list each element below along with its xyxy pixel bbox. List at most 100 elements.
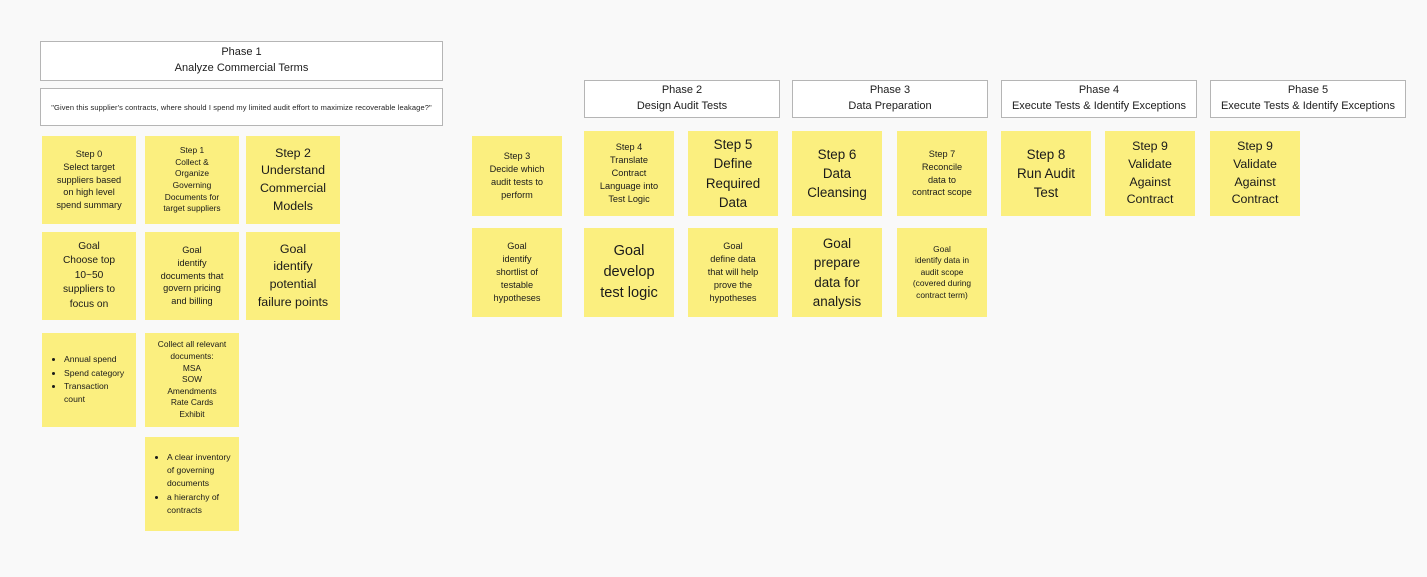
card-line: analysis [812,293,862,309]
card-line: Test [1033,185,1059,201]
card-line: Validate [1233,156,1277,171]
step-card-step-0[interactable]: Step 0 Select target suppliers based on … [42,136,136,224]
card-line: Goal [279,241,307,256]
card-line: failure points [257,294,329,309]
step-card-step-2[interactable]: Step 2 Understand Commercial Models [246,136,340,224]
card-line: perform [501,189,533,200]
card-line: Goal [182,244,202,255]
list-item: Transaction count [64,380,130,407]
card-line: testable [500,279,534,290]
card-line: audit tests to [490,177,544,187]
goal-card-goal-3[interactable]: Goal identify shortlist of testable hypo… [472,228,562,317]
card-line: Commercial [259,181,327,195]
card-line: define data [710,254,756,265]
card-line: Step 4 [615,142,643,153]
card-line: data to [927,174,957,185]
list-item: Spend category [64,367,130,380]
card-line: contract term) [916,289,968,300]
goal-card-goal-5[interactable]: Goal define data that will help prove th… [688,228,778,317]
phase-header-4[interactable]: Phase 4 Execute Tests & Identify Excepti… [1001,80,1197,118]
card-line: target suppliers [163,203,221,214]
step-card-step-9b[interactable]: Step 9 Validate Against Contract [1210,131,1300,216]
card-line: Select target [63,161,115,172]
card-line: Models [273,198,313,213]
card-line: Step 1 [179,145,205,156]
card-line: hypotheses [493,292,541,303]
card-line: Step 9 [1132,139,1168,154]
card-line: Goal [723,241,743,252]
goal-card-goal-7[interactable]: Goal identify data in audit scope (cover… [897,228,987,317]
card-line: hypotheses [709,292,757,303]
card-line: Translate [610,155,648,166]
card-line: Data [822,165,852,181]
card-line: Organize [175,168,209,179]
card-line: Understand [260,163,326,178]
phase-header-2[interactable]: Phase 2 Design Audit Tests [584,80,780,118]
card-line: govern pricing [163,283,221,294]
step-card-step-6[interactable]: Step 6 Data Cleansing [792,131,882,216]
card-line: identify [502,254,532,265]
phase-header-5[interactable]: Phase 5 Execute Tests & Identify Excepti… [1210,80,1406,118]
card-line: test logic [600,284,658,301]
card-line: audit scope [920,266,964,277]
guiding-question-text: "Given this supplier's contracts, where … [51,102,432,112]
card-line: shortlist of [496,267,538,278]
phase-subtitle: Execute Tests & Identify Exceptions [1011,100,1187,112]
card-line: Step 0 [75,148,103,159]
card-line: prove the [713,279,753,290]
card-line: (covered during [912,278,972,289]
step-card-step-8[interactable]: Step 8 Run Audit Test [1001,131,1091,216]
card-line: Exhibit [179,408,205,419]
card-line: Step 2 [275,145,311,160]
step-card-step-4[interactable]: Step 4 Translate Contract Language into … [584,131,674,216]
output-card-output-1[interactable]: Collect all relevant documents: MSA SOW … [145,333,239,427]
card-line: suppliers to [62,284,116,296]
card-line: Data [718,194,748,210]
card-line: Step 3 [503,151,531,162]
phase-subtitle: Analyze Commercial Terms [174,62,309,74]
card-line: Test Logic [608,193,650,204]
card-line: and billing [171,296,213,307]
card-line: Goal [933,243,951,254]
card-line: Cleansing [807,185,867,201]
phase-header-3[interactable]: Phase 3 Data Preparation [792,80,988,118]
step-card-step-9a[interactable]: Step 9 Validate Against Contract [1105,131,1195,216]
phase-header-1[interactable]: Phase 1 Analyze Commercial Terms [40,41,443,81]
card-line: Step 7 [928,148,956,159]
card-line: documents that [160,270,224,281]
list-item: A clear inventory of governing documents [167,451,233,491]
step-card-step-1[interactable]: Step 1 Collect & Organize Governing Docu… [145,136,239,224]
card-line: Reconcile [921,161,963,172]
card-line: spend summary [56,200,122,211]
goal-card-goal-4[interactable]: Goal develop test logic [584,228,674,317]
card-line: Documents for [164,191,220,202]
output-bullet-list: Annual spend Spend category Transaction … [50,353,130,406]
card-line: Contract [611,168,647,179]
card-line: Amendments [167,385,217,396]
card-line: Step 6 [817,146,857,162]
phase-title: Phase 1 [221,46,262,59]
goal-card-goal-0[interactable]: Goal Choose top 10~50 suppliers to focus… [42,232,136,320]
card-line: Step 5 [713,137,753,153]
card-line: focus on [69,298,109,310]
goal-card-goal-1[interactable]: Goal identify documents that govern pric… [145,232,239,320]
card-line: Choose top [62,255,116,267]
output-card-output-0[interactable]: Annual spend Spend category Transaction … [42,333,136,427]
phase-subtitle: Data Preparation [848,100,932,112]
card-line: identify [273,259,313,274]
card-line: SOW [181,374,202,385]
step-card-step-5[interactable]: Step 5 Define Required Data [688,131,778,216]
step-card-step-7[interactable]: Step 7 Reconcile data to contract scope [897,131,987,216]
card-line: develop [603,264,655,281]
goal-card-goal-6[interactable]: Goal prepare data for analysis [792,228,882,317]
card-line: suppliers based [56,174,122,185]
card-line: contract scope [912,187,972,198]
step-card-step-3[interactable]: Step 3 Decide which audit tests to perfo… [472,136,562,216]
card-line: Governing [172,180,212,190]
goal-card-goal-2[interactable]: Goal identify potential failure points [246,232,340,320]
output-card-output-2[interactable]: A clear inventory of governing documents… [145,437,239,531]
card-line: Against [1234,174,1276,189]
guiding-question-box[interactable]: "Given this supplier's contracts, where … [40,88,443,126]
card-line: Contract [1231,192,1279,207]
